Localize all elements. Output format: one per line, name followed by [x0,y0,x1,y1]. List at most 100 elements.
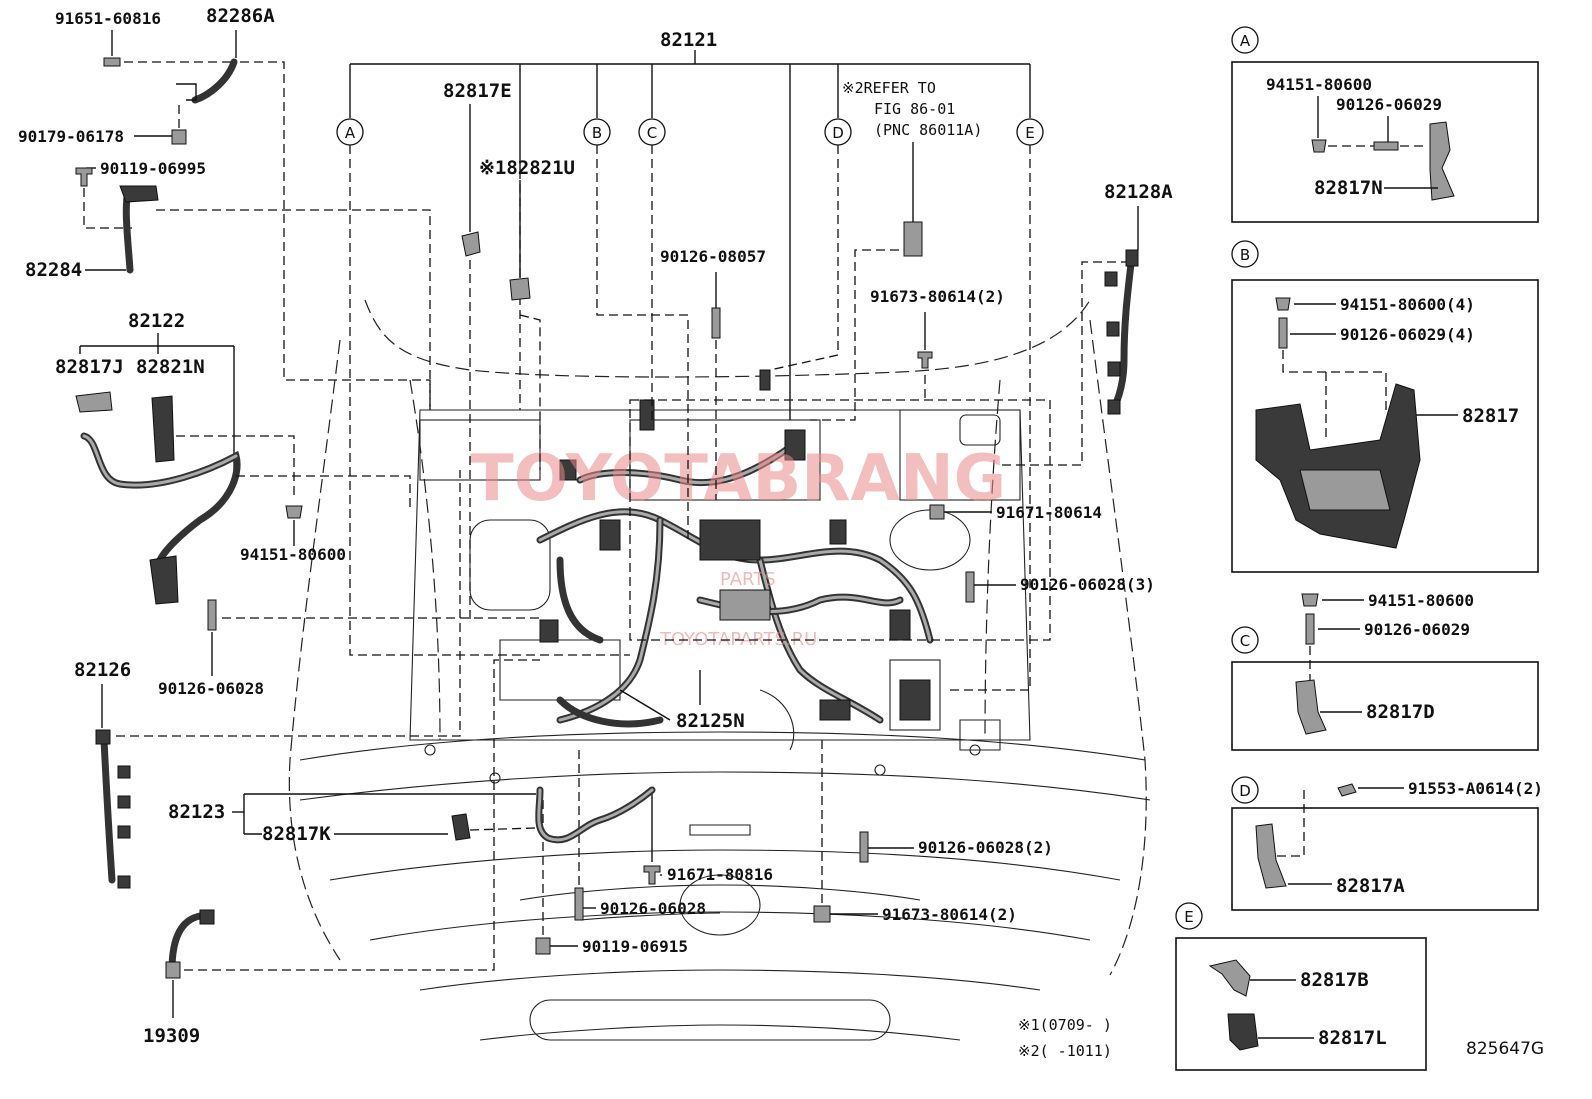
callout-d: D [832,124,844,142]
inset-a-bracket-icon [1429,121,1455,201]
clamp-82817k-icon [451,813,471,841]
label-19309: 19309 [143,1025,200,1047]
clamp-82821u-icon [509,277,531,301]
watermark-main: TOYOTABRANG [470,442,1006,516]
inset-c-bracket-icon [1295,679,1327,735]
part-82821u: ※182821U [479,157,575,301]
part-91673-top: 91673-80614(2) [870,287,1005,369]
inset-d: D 91553-A0614(2) 82817A [1231,776,1543,911]
part-90126-08057: 90126-08057 [660,247,766,339]
part-91673-lower: 91673-80614(2) [813,740,1017,924]
label-90126-06028-left: 90126-06028 [158,679,264,698]
inset-a-part-label: 82817N [1314,177,1383,199]
label-90119-06915: 90119-06915 [582,937,688,956]
bolt-90119-06915-icon [535,937,551,955]
label-91651-60816: 91651-60816 [55,9,161,28]
bolt-91673-top-icon [917,351,933,369]
connector-82122-icon [149,555,179,605]
callout-a: A [345,124,356,142]
inset-d-callout-circle [1231,776,1259,804]
label-82122: 82122 [128,310,185,332]
part-82817e: 82817E [443,80,512,257]
label-91671-80816: 91671-80816 [667,865,773,884]
part-90119-06915: 90119-06915 [535,800,688,956]
refer-line-1: ※2REFER TO [842,79,936,97]
inset-e-part2-icon [1227,1013,1259,1051]
label-82286a: 82286A [206,5,275,27]
nut-90179-icon [171,129,187,145]
inset-b: B 94151-80600(4) 90126-06029(4) 82817 [1231,240,1539,573]
label-91671-80614: 91671-80614 [996,503,1102,522]
footnote-2: ※2( -1011) [1018,1042,1112,1060]
inset-e: E 82817B 82817L [1175,902,1427,1071]
inset-c-stud-icon [1305,613,1315,645]
clamp-82821n-icon [151,395,175,463]
inset-b-bracket-icon [1255,383,1421,549]
inset-e-callout: E [1184,908,1193,926]
label-82817j: 82817J [55,356,124,378]
inset-b-nut-icon [1275,297,1291,311]
stud-90126-08057-icon [711,307,721,339]
refer-note: ※2REFER TO FIG 86-01 (PNC 86011A) [842,79,982,257]
harness-82121-bracket [349,50,1031,420]
label-91673-top: 91673-80614(2) [870,287,1005,306]
connector-86011a-icon [903,221,923,257]
label-82128a: 82128A [1104,181,1173,203]
stud-90126-06028-2-icon [859,831,869,863]
part-82125n: 82125N [619,670,745,732]
part-82284-group: 90119-06995 82284 [25,159,431,410]
inset-d-bolt-icon [1337,783,1357,797]
label-90126-08057: 90126-08057 [660,247,766,266]
clamp-82817j-icon [75,391,113,413]
footnote-1: ※1(0709- ) [1018,1016,1112,1034]
label-90126-06028-2: 90126-06028(2) [918,838,1053,857]
callout-b: B [592,124,602,142]
bolt-91671-80816-icon [643,865,661,885]
inset-b-callout: B [1240,246,1250,264]
bolt-91651-icon [103,57,121,67]
inset-e-frame [1175,937,1427,1071]
inset-c-callout: C [1240,632,1250,650]
part-82286a-group: 91651-60816 82286A 90179-06178 [18,5,431,410]
inset-d-bracket-icon [1255,823,1287,889]
inset-d-bolt-label: 91553-A0614(2) [1408,779,1543,798]
stud-90126-06028-lower-icon [574,887,584,921]
part-90126-06028-lower: 90126-06028 [574,750,706,921]
inset-b-stud-icon [1278,317,1288,349]
stud-90126-06028-3-icon [965,571,975,603]
part-82123-group: 82123 82817K [168,786,656,845]
engine-bay [419,369,1021,784]
refer-line-3: (PNC 86011A) [874,121,982,139]
inset-b-callout-circle [1231,240,1259,268]
inset-a-nut-label: 94151-80600 [1266,75,1372,94]
label-82121: 82121 [660,29,717,51]
label-82817e: 82817E [443,80,512,102]
vehicle-body-outline [288,299,1151,1041]
inset-c-stud-label: 90126-06029 [1364,620,1470,639]
label-82817k: 82817K [262,823,331,845]
label-82821u: ※182821U [479,157,575,179]
diagram-code: 825647G [1466,1039,1544,1059]
bolt-90119-06995-icon [75,167,93,187]
inset-e-part2-label: 82817L [1318,1027,1387,1049]
label-82125n: 82125N [676,710,745,732]
inset-b-nut-label: 94151-80600(4) [1340,295,1475,314]
part-82128a: 82128A [1104,181,1173,415]
nut-94151-icon [285,505,303,519]
part-90126-06028-2: 90126-06028(2) [859,831,1053,863]
inset-e-callout-circle [1175,902,1203,930]
label-82126: 82126 [74,659,131,681]
part-82122-group: 82122 82817J 82821N 94151-80600 [55,310,411,605]
clamp-82817e-icon [461,231,481,257]
part-19309: 19309 [143,659,540,1047]
label-82123: 82123 [168,801,225,823]
inset-e-part1-label: 82817B [1300,969,1369,991]
label-91673-lower: 91673-80614(2) [882,905,1017,924]
refer-line-2: FIG 86-01 [874,100,955,118]
label-90126-06028-lower: 90126-06028 [600,899,706,918]
watermark-sub1: PARTS [720,569,776,590]
callout-e: E [1025,124,1034,142]
inset-d-frame [1231,807,1539,911]
inset-b-frame [1231,279,1539,573]
